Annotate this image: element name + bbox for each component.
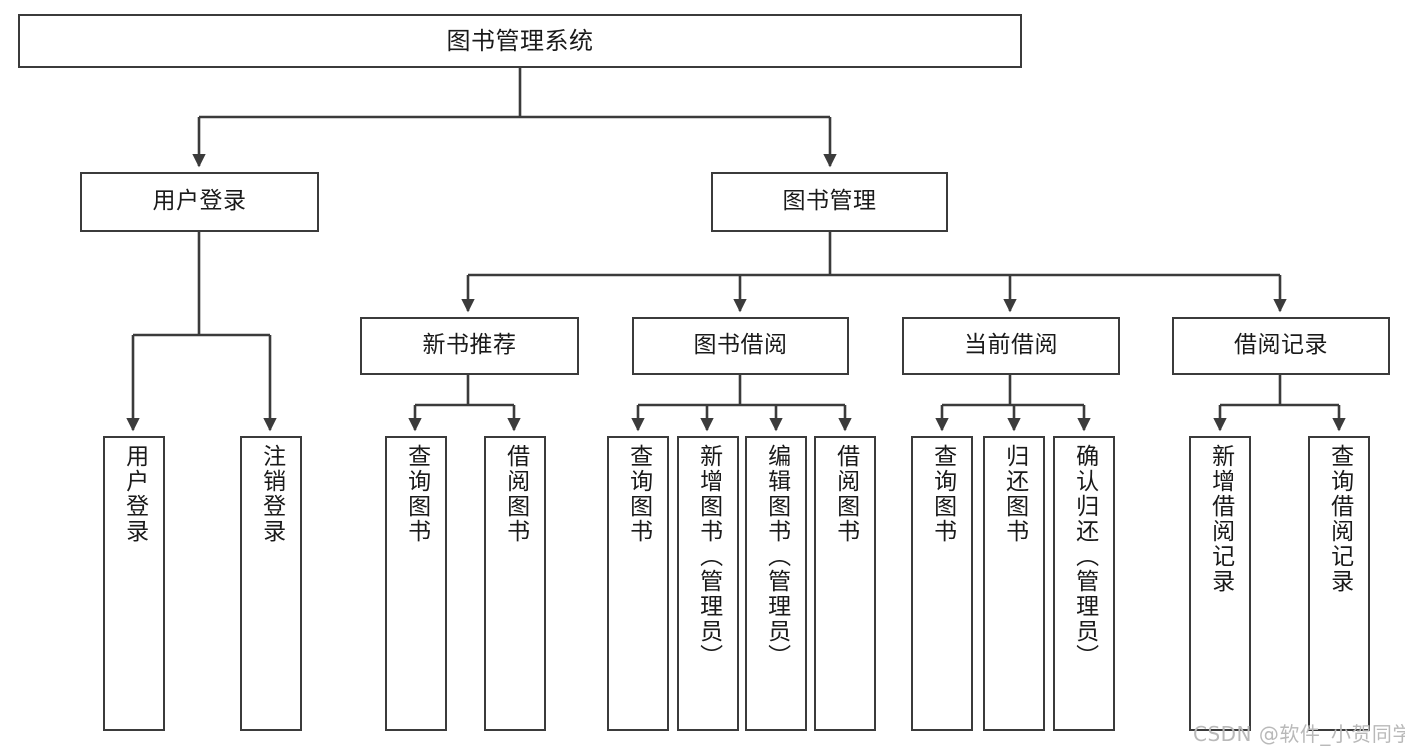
node-user-login[interactable]: 用户登录 bbox=[80, 172, 319, 232]
leaf-edit-book-admin-label: 编辑图书（管理员） bbox=[763, 444, 790, 669]
leaf-user-login-label: 用户登录 bbox=[121, 444, 148, 544]
node-book-borrow-label: 图书借阅 bbox=[693, 332, 788, 359]
leaf-borrow-book[interactable]: 借阅图书 bbox=[814, 436, 876, 731]
leaf-borrow-book-label: 借阅图书 bbox=[832, 444, 859, 544]
leaf-query-book-recommend[interactable]: 查询图书 bbox=[385, 436, 447, 731]
leaf-query-borrow-record-label: 查询借阅记录 bbox=[1326, 444, 1353, 594]
node-new-book-recommend[interactable]: 新书推荐 bbox=[360, 317, 579, 375]
leaf-borrow-book-recommend-label: 借阅图书 bbox=[502, 444, 529, 544]
leaf-borrow-book-recommend[interactable]: 借阅图书 bbox=[484, 436, 546, 731]
node-root[interactable]: 图书管理系统 bbox=[18, 14, 1022, 68]
leaf-logout[interactable]: 注销登录 bbox=[240, 436, 302, 731]
node-borrow-record-label: 借阅记录 bbox=[1234, 332, 1328, 359]
leaf-query-borrow-record[interactable]: 查询借阅记录 bbox=[1308, 436, 1370, 731]
node-user-login-label: 用户登录 bbox=[152, 188, 247, 215]
leaf-add-book-admin[interactable]: 新增图书（管理员） bbox=[677, 436, 739, 731]
node-book-management[interactable]: 图书管理 bbox=[711, 172, 948, 232]
node-borrow-record[interactable]: 借阅记录 bbox=[1172, 317, 1390, 375]
leaf-user-login[interactable]: 用户登录 bbox=[103, 436, 165, 731]
leaf-query-book-current[interactable]: 查询图书 bbox=[911, 436, 973, 731]
leaf-query-book-borrow-label: 查询图书 bbox=[625, 444, 652, 544]
leaf-logout-label: 注销登录 bbox=[258, 444, 285, 544]
leaf-query-book-borrow[interactable]: 查询图书 bbox=[607, 436, 669, 731]
leaf-query-book-current-label: 查询图书 bbox=[929, 444, 956, 544]
leaf-add-book-admin-label: 新增图书（管理员） bbox=[695, 444, 722, 669]
node-root-label: 图书管理系统 bbox=[446, 26, 594, 55]
node-current-borrow[interactable]: 当前借阅 bbox=[902, 317, 1120, 375]
leaf-add-borrow-record[interactable]: 新增借阅记录 bbox=[1189, 436, 1251, 731]
csdn-watermark: CSDN @软件_小贺同学 bbox=[1193, 722, 1405, 746]
node-current-borrow-label: 当前借阅 bbox=[964, 332, 1058, 359]
leaf-query-book-recommend-label: 查询图书 bbox=[403, 444, 430, 544]
node-book-borrow[interactable]: 图书借阅 bbox=[632, 317, 849, 375]
leaf-edit-book-admin[interactable]: 编辑图书（管理员） bbox=[745, 436, 807, 731]
leaf-add-borrow-record-label: 新增借阅记录 bbox=[1207, 444, 1234, 594]
leaf-return-book[interactable]: 归还图书 bbox=[983, 436, 1045, 731]
leaf-confirm-return-admin-label: 确认归还（管理员） bbox=[1071, 444, 1098, 669]
leaf-confirm-return-admin[interactable]: 确认归还（管理员） bbox=[1053, 436, 1115, 731]
node-new-book-recommend-label: 新书推荐 bbox=[422, 332, 517, 359]
leaf-return-book-label: 归还图书 bbox=[1001, 444, 1028, 544]
node-book-management-label: 图书管理 bbox=[782, 188, 877, 215]
